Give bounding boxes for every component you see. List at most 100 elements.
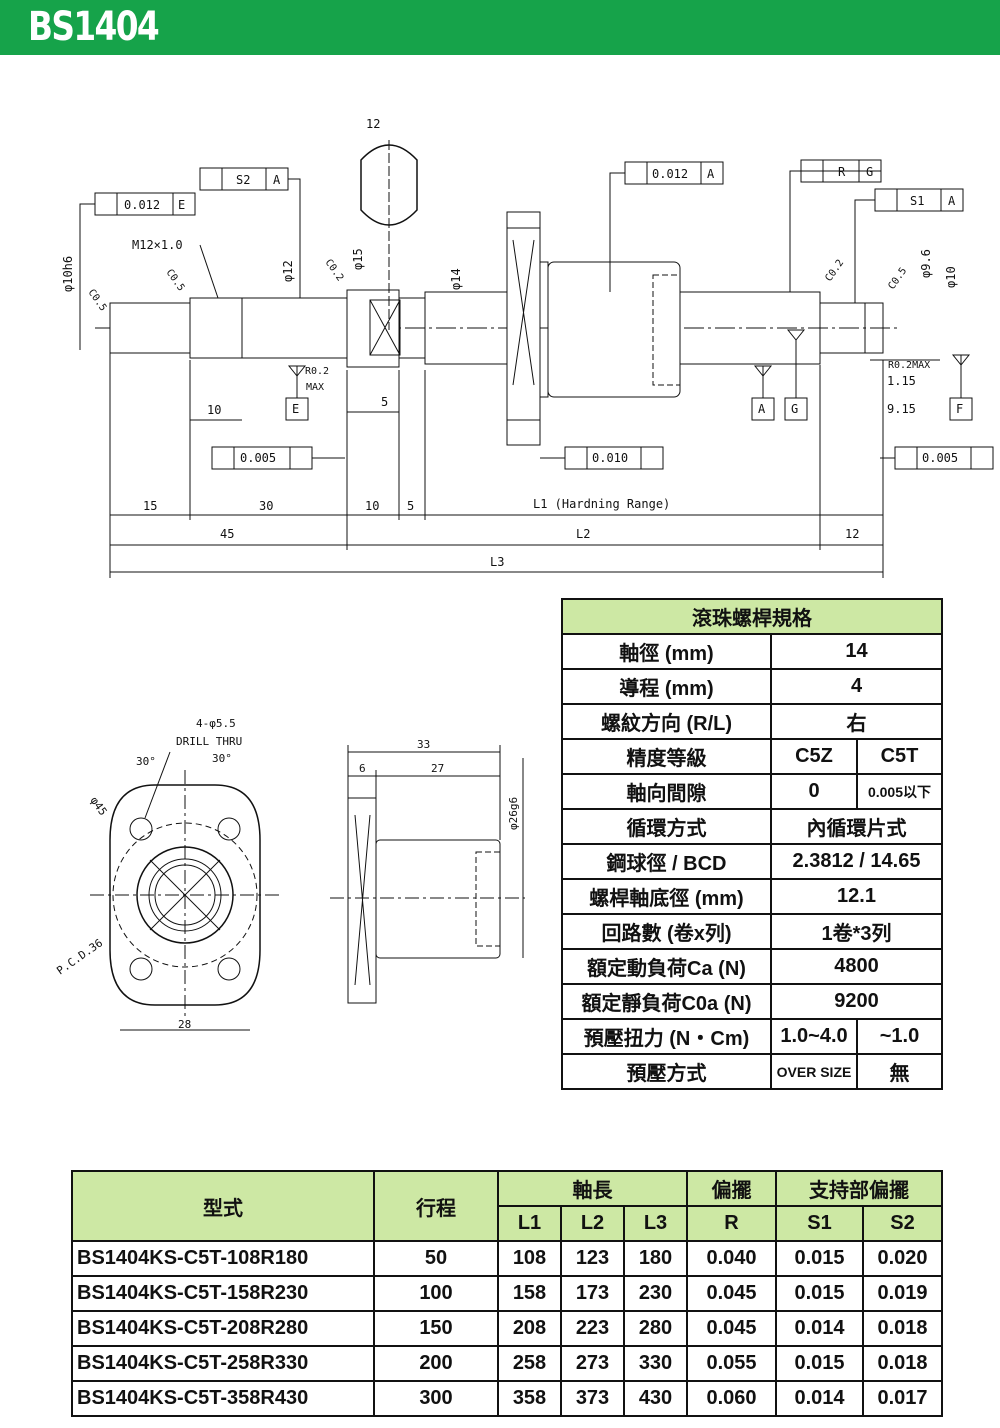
spec-value: 4 — [770, 668, 943, 705]
r02-label: R0.2 — [305, 366, 329, 377]
spec-row: 精度等級 C5Z C5T — [561, 738, 943, 775]
table-row: BS1404KS-C5T-258R330 200 258 273 330 0.0… — [71, 1345, 943, 1382]
spec-value: ~1.0 — [856, 1018, 943, 1055]
spec-value: 1卷*3列 — [770, 913, 943, 950]
d-15: φ15 — [351, 248, 365, 270]
header-model: 型式 — [71, 1170, 375, 1242]
spec-value: 內循環片式 — [770, 808, 943, 845]
tol-flat-datum: E — [178, 198, 185, 212]
l2-label: L2 — [576, 527, 590, 541]
title-bar: BS1404 — [0, 0, 1000, 55]
cell-stroke: 50 — [373, 1240, 499, 1277]
spec-value: 右 — [770, 703, 943, 740]
len6-label: 6 — [359, 762, 366, 775]
dim-d10: 10 — [207, 403, 221, 417]
cell-stroke: 200 — [373, 1345, 499, 1382]
spec-label: 軸向間隙 — [561, 773, 772, 810]
cell-l3: 430 — [623, 1380, 688, 1417]
spec-value: 1.0~4.0 — [770, 1018, 858, 1055]
tol-012-a: 0.012 — [652, 167, 688, 181]
spec-row: 預壓方式 OVER SIZE 無 — [561, 1053, 943, 1090]
tol-012-a-datum: A — [707, 167, 715, 181]
dim-15: 15 — [143, 499, 157, 513]
spec-value: C5Z — [770, 738, 858, 775]
thread-label: M12×1.0 — [132, 238, 183, 252]
drill-label: DRILL THRU — [176, 735, 242, 748]
tol-s2-datum: A — [273, 173, 281, 187]
dim-915: 9.15 — [887, 402, 916, 416]
spec-row: 循環方式 內循環片式 — [561, 808, 943, 845]
spec-label: 預壓扭力 (N・Cm) — [561, 1018, 772, 1055]
c05-mid: C0.5 — [164, 267, 187, 293]
page-title: BS1404 — [28, 4, 160, 50]
c05-right: C0.5 — [886, 266, 909, 292]
cell-l1: 258 — [497, 1345, 562, 1382]
spec-row: 螺紋方向 (R/L) 右 — [561, 703, 943, 740]
cell-l1: 108 — [497, 1240, 562, 1277]
c02-left: C0.2 — [323, 257, 346, 283]
tol-r: R — [838, 165, 846, 179]
datum-f: F — [956, 402, 963, 416]
cell-l2: 173 — [560, 1275, 625, 1312]
shaft-drawing: 0.012 E S2 A 12 0.012 A R G S1 A M12×1.0… — [61, 117, 994, 578]
perp-f: 0.005 — [922, 451, 958, 465]
spec-label: 精度等級 — [561, 738, 772, 775]
c05-left: C0.5 — [86, 287, 109, 313]
spec-value: C5T — [856, 738, 943, 775]
dim-45: 45 — [220, 527, 234, 541]
cell-model: BS1404KS-C5T-358R430 — [71, 1380, 375, 1417]
cell-l1: 208 — [497, 1310, 562, 1347]
cell-stroke: 300 — [373, 1380, 499, 1417]
cell-r: 0.060 — [686, 1380, 777, 1417]
cell-l2: 223 — [560, 1310, 625, 1347]
spec-value: 0 — [770, 773, 858, 810]
datum-a: A — [758, 402, 766, 416]
d-9-6: φ9.6 — [919, 249, 933, 278]
model-table: 型式 行程 軸長 偏擺 支持部偏擺 L1 L2 L3 R S1 S2 BS140… — [71, 1170, 943, 1417]
cell-s2: 0.019 — [862, 1275, 943, 1312]
header-l1: L1 — [497, 1205, 562, 1242]
angle-30a: 30° — [136, 755, 156, 768]
header-l2: L2 — [560, 1205, 625, 1242]
d26-label: φ26g6 — [507, 797, 520, 830]
cell-l3: 330 — [623, 1345, 688, 1382]
spec-row: 軸徑 (mm) 14 — [561, 633, 943, 670]
cell-l1: 358 — [497, 1380, 562, 1417]
cell-r: 0.055 — [686, 1345, 777, 1382]
spec-value: 2.3812 / 14.65 — [770, 843, 943, 880]
cell-l2: 273 — [560, 1345, 625, 1382]
spec-row: 回路數 (卷x列) 1卷*3列 — [561, 913, 943, 950]
angle-30b: 30° — [212, 752, 232, 765]
cell-r: 0.045 — [686, 1275, 777, 1312]
spec-value: OVER SIZE — [770, 1053, 858, 1090]
spec-row: 鋼球徑 / BCD 2.3812 / 14.65 — [561, 843, 943, 880]
spec-label: 鋼球徑 / BCD — [561, 843, 772, 880]
pcd-label: P.C.D.36 — [54, 936, 105, 977]
w28-label: 28 — [178, 1018, 191, 1031]
spec-value: 14 — [770, 633, 943, 670]
header-s2: S2 — [862, 1205, 943, 1242]
datum-e: E — [292, 402, 299, 416]
nut-views: 4-φ5.5 DRILL THRU 30° 30° φ45 P.C.D.36 2… — [54, 717, 525, 1031]
spec-label: 螺桿軸底徑 (mm) — [561, 878, 772, 915]
cell-stroke: 100 — [373, 1275, 499, 1312]
spec-label: 額定靜負荷C0a (N) — [561, 983, 772, 1020]
spec-row: 導程 (mm) 4 — [561, 668, 943, 705]
len27-label: 27 — [431, 762, 444, 775]
spec-title: 滾珠螺桿規格 — [561, 598, 943, 635]
spec-label: 螺紋方向 (R/L) — [561, 703, 772, 740]
header-shaft: 軸長 — [497, 1170, 688, 1207]
cell-stroke: 150 — [373, 1310, 499, 1347]
dim-d5: 5 — [381, 395, 388, 409]
dim-30: 30 — [259, 499, 273, 513]
cell-r: 0.040 — [686, 1240, 777, 1277]
cell-s2: 0.017 — [862, 1380, 943, 1417]
cell-model: BS1404KS-C5T-208R280 — [71, 1310, 375, 1347]
tol-r-datum: G — [866, 165, 873, 179]
cell-l3: 280 — [623, 1310, 688, 1347]
cell-s1: 0.014 — [775, 1380, 864, 1417]
tol-s2: S2 — [236, 173, 250, 187]
spec-label: 軸徑 (mm) — [561, 633, 772, 670]
d-14: φ14 — [449, 268, 463, 290]
table-row: BS1404KS-C5T-108R180 50 108 123 180 0.04… — [71, 1240, 943, 1277]
